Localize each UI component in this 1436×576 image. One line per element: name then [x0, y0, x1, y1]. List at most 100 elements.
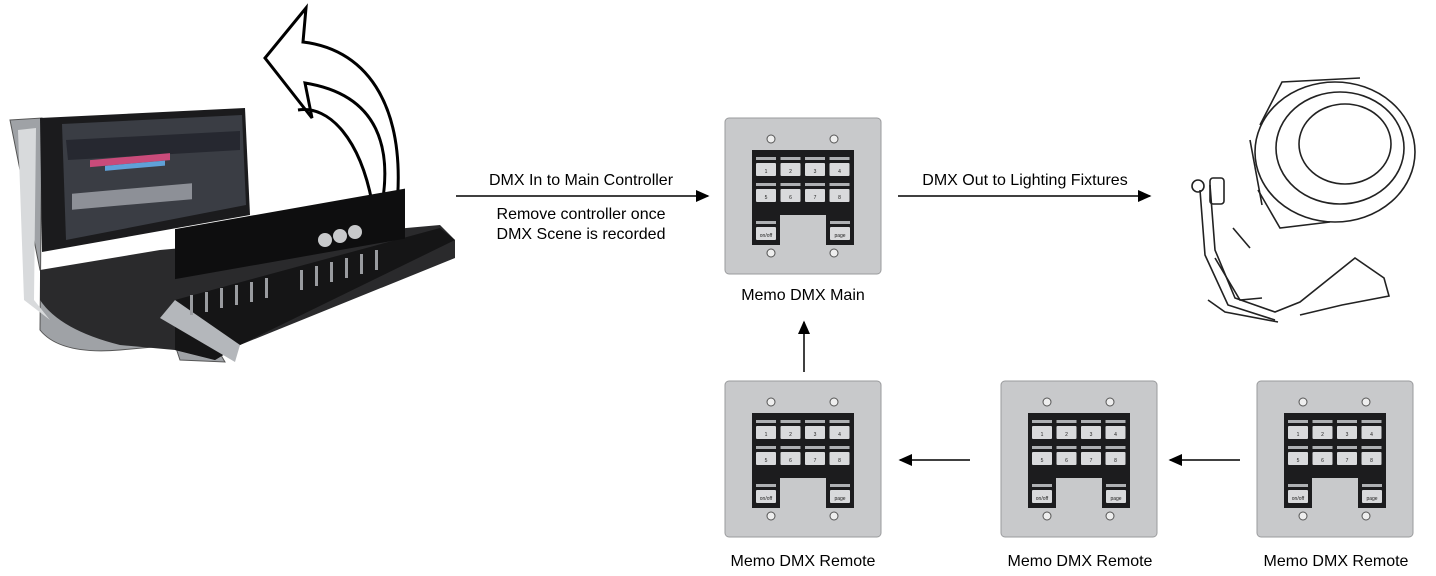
- svg-text:8: 8: [1114, 458, 1117, 464]
- memo-dmx-remote-label-3: Memo DMX Remote: [1263, 553, 1409, 570]
- keypad-key: [1105, 452, 1126, 465]
- memo-dmx-main-label: Memo DMX Main: [741, 287, 865, 304]
- screw-icon: [1105, 397, 1115, 407]
- svg-text:page: page: [1366, 496, 1377, 502]
- svg-text:page: page: [1110, 496, 1121, 502]
- screw-icon: [829, 134, 839, 144]
- keypad-key: [1032, 452, 1052, 465]
- keypad-key: [780, 163, 801, 176]
- svg-text:5: 5: [765, 195, 768, 201]
- screw-icon: [766, 511, 776, 521]
- keypad-key: [780, 426, 801, 439]
- keypad-key: [756, 490, 776, 503]
- svg-text:on/off: on/off: [760, 496, 773, 502]
- svg-text:3: 3: [1346, 432, 1349, 438]
- svg-text:8: 8: [838, 458, 841, 464]
- svg-text:2: 2: [1321, 432, 1324, 438]
- svg-text:6: 6: [789, 458, 792, 464]
- svg-text:3: 3: [814, 432, 817, 438]
- svg-text:7: 7: [814, 195, 817, 201]
- svg-text:on/off: on/off: [1292, 496, 1305, 502]
- keypad-graphic: 1 2 3 4 5 6 7 8 on/off page: [724, 117, 882, 275]
- keypad-key: [1312, 426, 1333, 439]
- screw-icon: [1361, 397, 1371, 407]
- keypad-key: [756, 163, 776, 176]
- screw-icon: [829, 248, 839, 258]
- svg-text:page: page: [834, 233, 845, 239]
- svg-text:4: 4: [838, 169, 841, 175]
- svg-text:6: 6: [1321, 458, 1324, 464]
- svg-text:8: 8: [1370, 458, 1373, 464]
- keypad-key: [805, 452, 825, 465]
- keypad-key: [756, 426, 776, 439]
- memo-dmx-main-keypad: 1 2 3 4 5 6 7 8 on/off page: [724, 117, 882, 275]
- svg-text:6: 6: [789, 195, 792, 201]
- memo-dmx-remote-label-2: Memo DMX Remote: [1007, 553, 1153, 570]
- screw-icon: [1298, 511, 1308, 521]
- svg-text:8: 8: [838, 195, 841, 201]
- keypad-key: [1312, 452, 1333, 465]
- keypad-key: [1288, 452, 1308, 465]
- screw-icon: [766, 134, 776, 144]
- screw-icon: [1298, 397, 1308, 407]
- svg-text:4: 4: [838, 432, 841, 438]
- keypad-key: [1105, 426, 1126, 439]
- keypad-key: [1081, 452, 1101, 465]
- svg-text:on/off: on/off: [1036, 496, 1049, 502]
- remove-note-line2: DMX Scene is recorded: [496, 226, 666, 243]
- svg-text:1: 1: [765, 169, 768, 175]
- keypad-key: [829, 189, 850, 202]
- svg-text:5: 5: [1041, 458, 1044, 464]
- keypad-key: [1362, 490, 1382, 503]
- keypad-key: [780, 189, 801, 202]
- keypad-key: [756, 189, 776, 202]
- svg-text:2: 2: [789, 169, 792, 175]
- screw-icon: [1042, 511, 1052, 521]
- keypad-key: [1032, 490, 1052, 503]
- keypad-key: [805, 189, 825, 202]
- screw-icon: [766, 248, 776, 258]
- remove-note-line1: Remove controller once: [496, 206, 666, 223]
- keypad-key: [829, 163, 850, 176]
- svg-text:5: 5: [1297, 458, 1300, 464]
- keypad-key: [805, 163, 825, 176]
- keypad-key: [1337, 452, 1357, 465]
- keypad-key: [1337, 426, 1357, 439]
- screw-icon: [1042, 397, 1052, 407]
- screw-icon: [829, 511, 839, 521]
- keypad-key: [805, 426, 825, 439]
- keypad-key: [1361, 452, 1382, 465]
- keypad-key: [1288, 426, 1308, 439]
- keypad-key: [1056, 426, 1077, 439]
- svg-text:on/off: on/off: [760, 233, 773, 239]
- dmx-in-label: DMX In to Main Controller: [488, 172, 674, 189]
- keypad-key: [830, 227, 850, 240]
- keypad-key: [830, 490, 850, 503]
- keypad-key: [1288, 490, 1308, 503]
- svg-text:7: 7: [1346, 458, 1349, 464]
- svg-text:7: 7: [814, 458, 817, 464]
- svg-text:3: 3: [1090, 432, 1093, 438]
- keypad-key: [756, 227, 776, 240]
- svg-text:2: 2: [789, 432, 792, 438]
- keypad-key: [780, 452, 801, 465]
- svg-text:7: 7: [1090, 458, 1093, 464]
- screw-icon: [766, 397, 776, 407]
- svg-text:6: 6: [1065, 458, 1068, 464]
- memo-dmx-remote-label-1: Memo DMX Remote: [730, 553, 876, 570]
- screw-icon: [829, 397, 839, 407]
- keypad-key: [829, 452, 850, 465]
- keypad-key: [829, 426, 850, 439]
- svg-text:3: 3: [814, 169, 817, 175]
- svg-text:2: 2: [1065, 432, 1068, 438]
- svg-text:4: 4: [1114, 432, 1117, 438]
- keypad-key: [1106, 490, 1126, 503]
